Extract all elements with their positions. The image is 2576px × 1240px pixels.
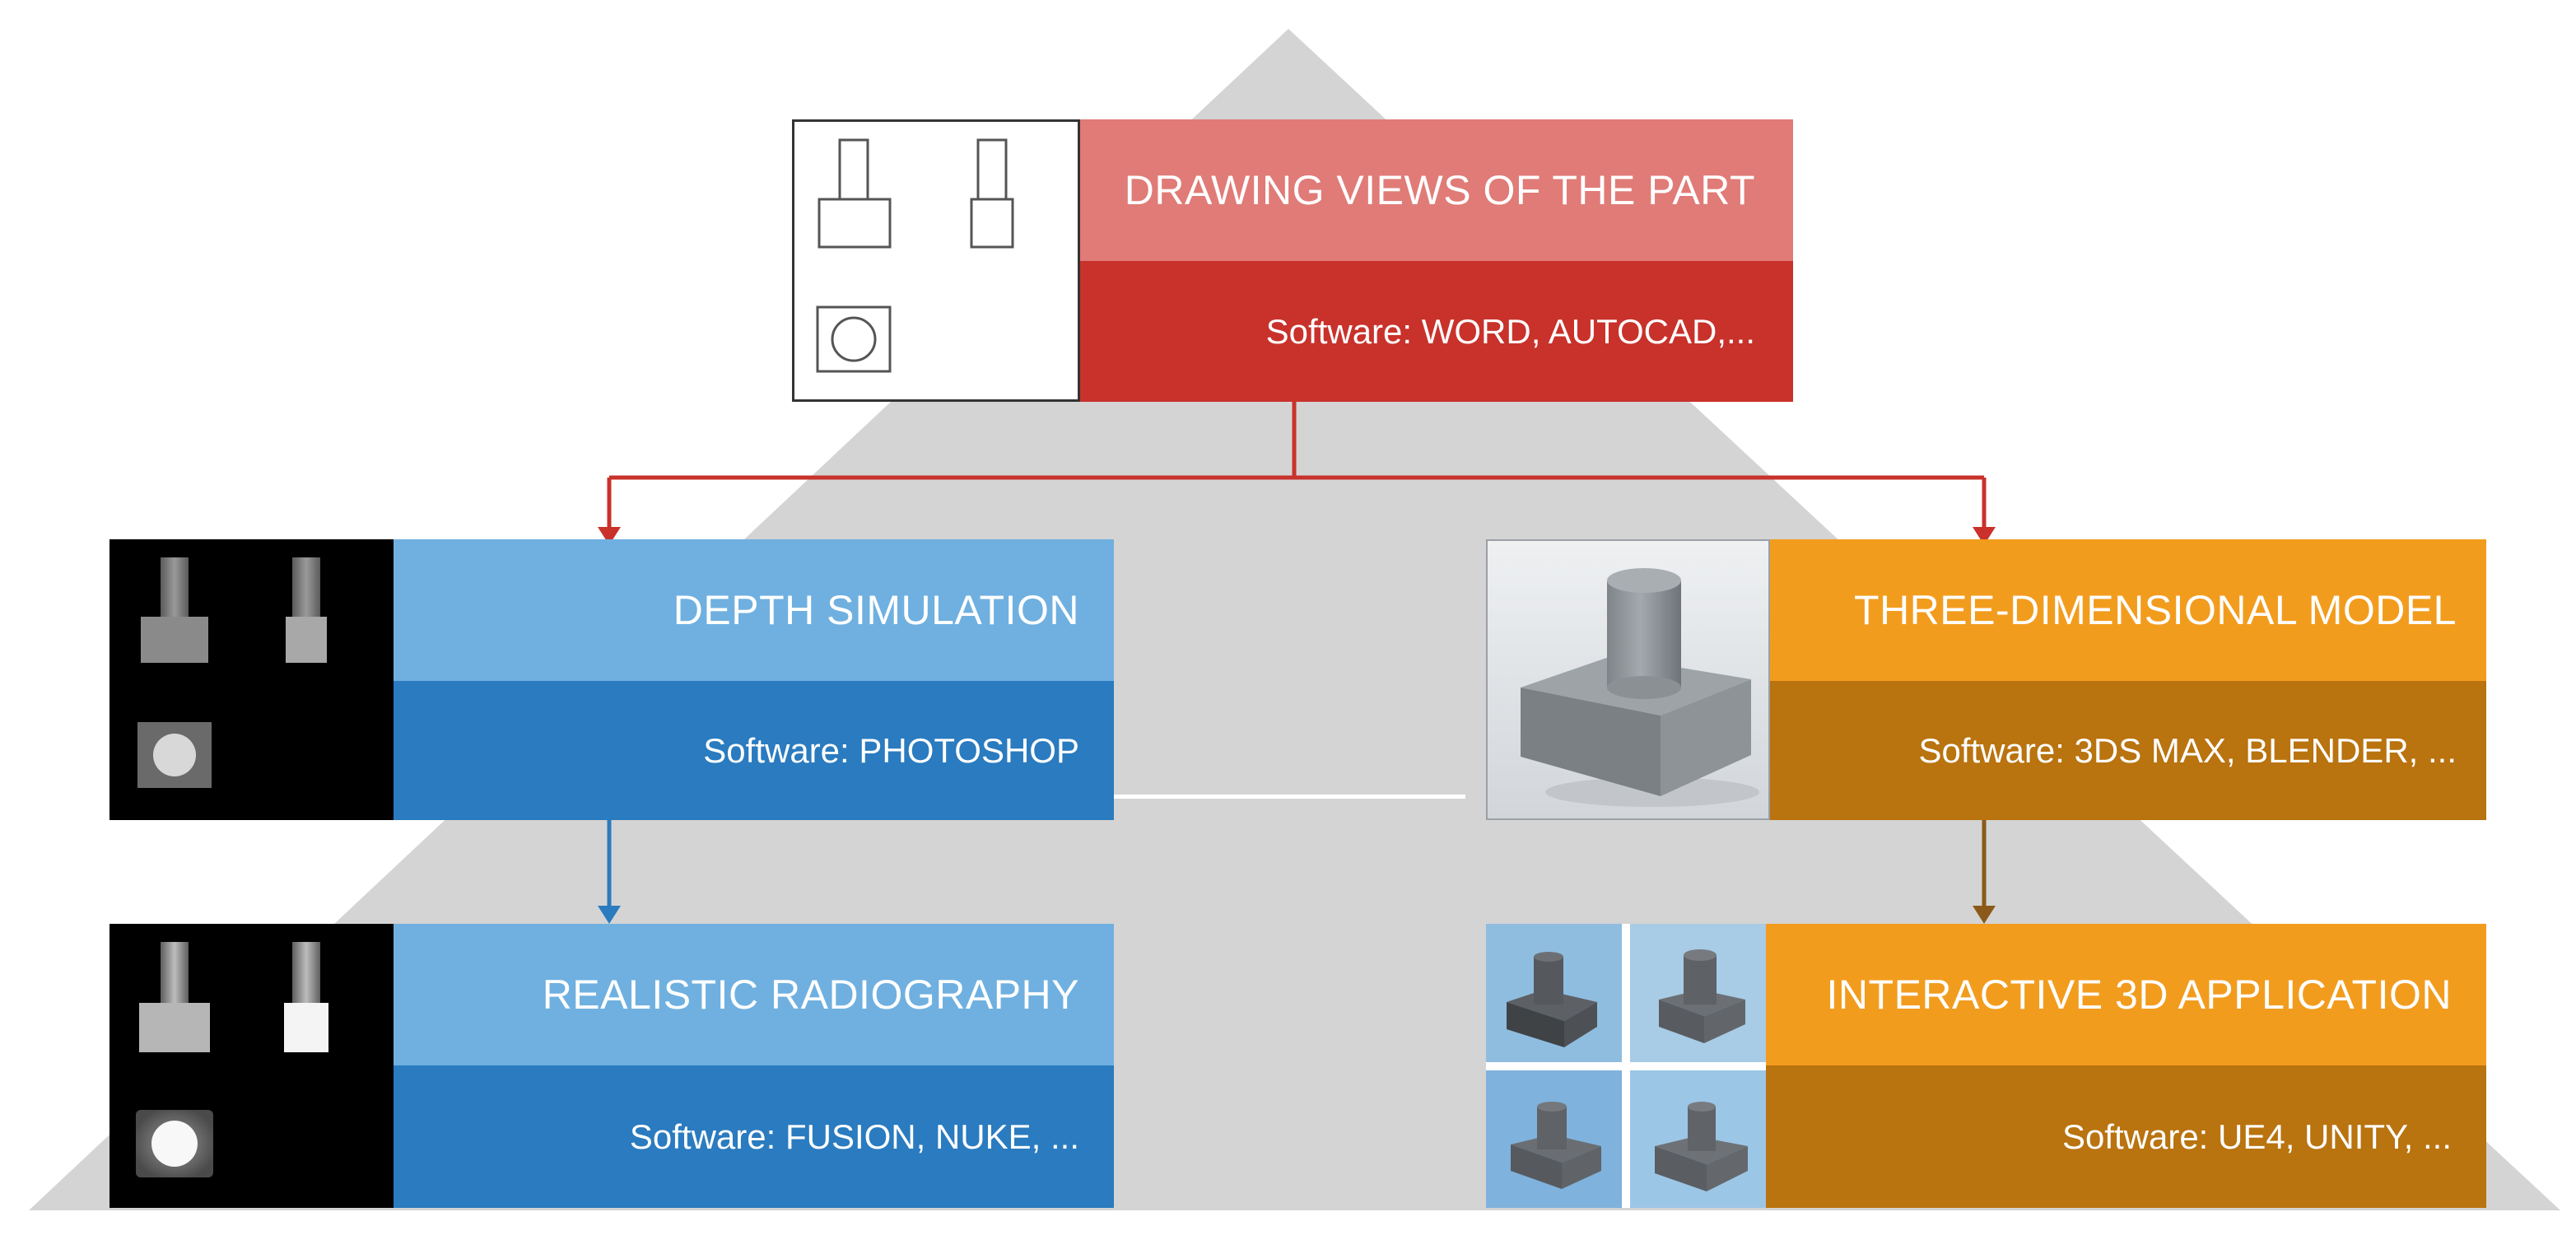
interactive-app-title: INTERACTIVE 3D APPLICATION [1766, 924, 2486, 1065]
red-arrowhead-right [1973, 527, 1996, 545]
card-depth-simulation: DEPTH SIMULATION Software: PHOTOSHOP [109, 539, 1114, 820]
brown-arrowhead [1973, 906, 1996, 924]
card-drawing-views: DRAWING VIEWS OF THE PART Software: WORD… [792, 119, 1793, 402]
depth-simulation-thumbnail [109, 539, 394, 820]
card-3d-model: THREE-DIMENSIONAL MODEL Software: 3DS MA… [1486, 539, 2486, 820]
drawing-views-thumbnail [792, 119, 1080, 402]
radiography-software: Software: FUSION, NUKE, ... [394, 1065, 1114, 1208]
radiography-thumbnail [109, 924, 394, 1208]
drawing-views-software: Software: WORD, AUTOCAD,... [1080, 261, 1793, 402]
radiograph-icon [136, 942, 328, 1177]
red-connector-arrows [607, 402, 1987, 535]
depth-simulation-software: Software: PHOTOSHOP [394, 681, 1114, 820]
drawing-views-title: DRAWING VIEWS OF THE PART [1080, 119, 1793, 261]
interactive-app-software: Software: UE4, UNITY, ... [1766, 1065, 2486, 1208]
depth-map-icon [137, 557, 327, 788]
interactive-app-thumbnail [1486, 924, 1766, 1208]
3d-model-thumbnail [1486, 539, 1770, 820]
3d-model-software: Software: 3DS MAX, BLENDER, ... [1770, 681, 2486, 820]
red-arrowhead-left [598, 527, 621, 545]
card-realistic-radiography: REALISTIC RADIOGRAPHY Software: FUSION, … [109, 924, 1114, 1208]
app-screens-grid-icon [1486, 924, 1766, 1208]
blue-arrowhead [598, 906, 621, 924]
orthographic-views-icon [816, 138, 1014, 373]
3d-part-render-icon [1488, 541, 1768, 818]
3d-model-title: THREE-DIMENSIONAL MODEL [1770, 539, 2486, 681]
radiography-title: REALISTIC RADIOGRAPHY [394, 924, 1114, 1065]
depth-simulation-title: DEPTH SIMULATION [394, 539, 1114, 681]
card-interactive-3d-app: INTERACTIVE 3D APPLICATION Software: UE4… [1486, 924, 2486, 1208]
